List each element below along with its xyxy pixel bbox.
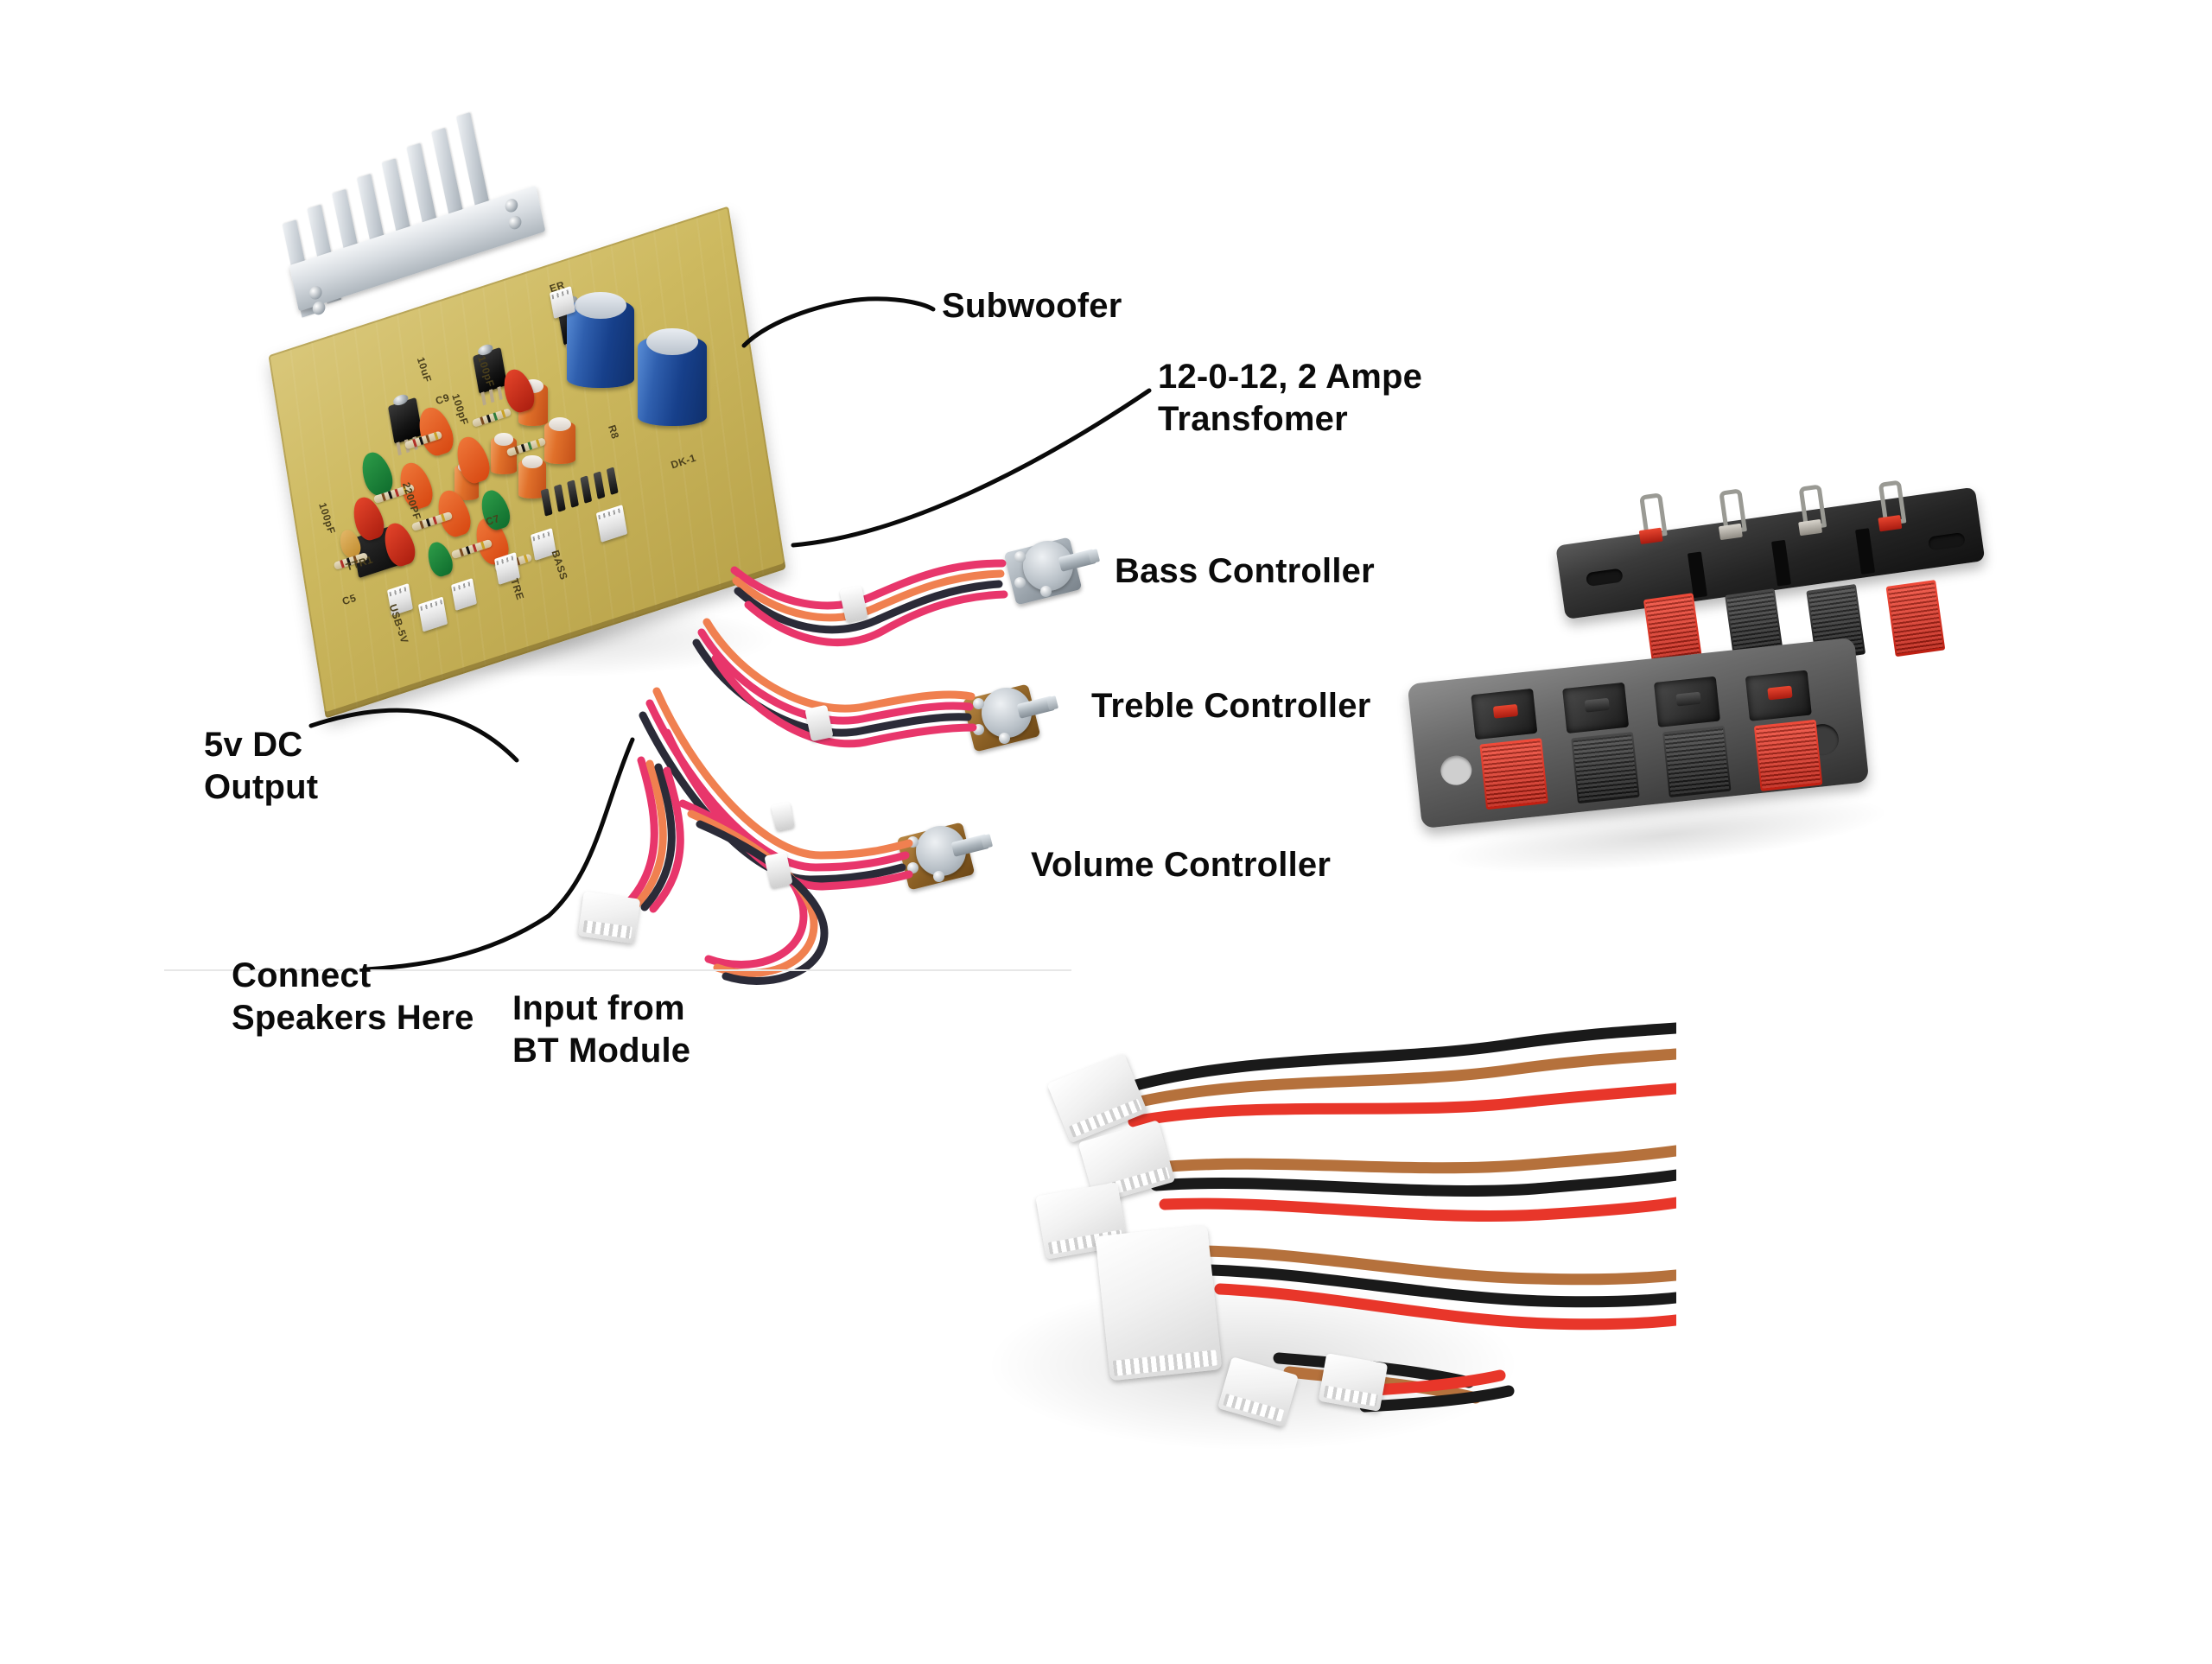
harness-wires [1117,1022,1676,1413]
bt-module-plug[interactable] [577,891,641,944]
callout-treble: Treble Controller [1091,687,1371,725]
jst-wire-harness [985,1019,1676,1503]
callout-volume: Volume Controller [1031,846,1332,884]
cable-tie [771,802,795,831]
callout-5v-dc: 5v DC Output [204,726,319,806]
electrolytic-capacitor-3300uf [567,291,634,388]
volume-potentiometer[interactable] [896,821,990,891]
harness-connector-large[interactable] [1095,1224,1223,1381]
cable-tie [764,851,793,889]
callout-subwoofer: Subwoofer [942,287,1122,325]
electrolytic-capacitor [544,417,575,464]
callout-bass: Bass Controller [1115,552,1375,590]
bass-potentiometer[interactable] [1003,536,1097,606]
treble-potentiometer[interactable] [962,683,1056,753]
leader-line-5v-dc [308,708,519,763]
speaker-terminal-lower[interactable] [1407,630,1946,899]
divider-hairline [164,969,1071,971]
amplifier-board: ER DK-1 BASS TRE USB-5V TTR1 C7 C9 C5 R8… [259,111,916,719]
cable-tie [804,704,834,742]
electrolytic-capacitor-2200uf [638,327,707,426]
callout-bt-module: Input from BT Module [512,989,691,1070]
callout-transformer: 12-0-12, 2 Ampe Transfomer [1158,358,1423,438]
callout-speakers: Connect Speakers Here [232,956,474,1037]
